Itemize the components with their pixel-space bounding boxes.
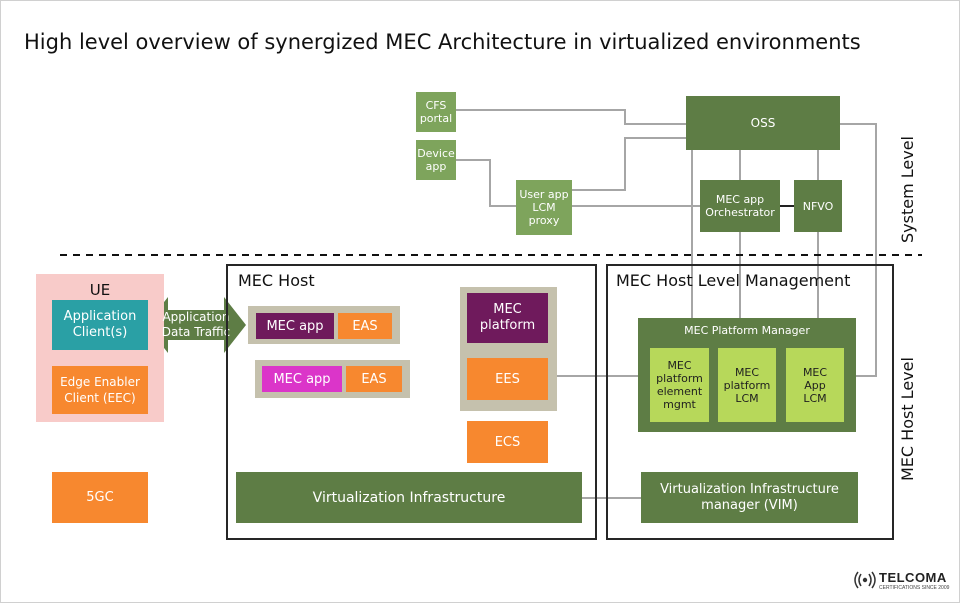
platform-lcm-label: MEC platform LCM xyxy=(723,365,771,405)
system-level-label: System Level xyxy=(898,136,917,243)
platform-lcm-box: MEC platform LCM xyxy=(718,348,776,422)
vim-label: Virtualization Infrastructure manager (V… xyxy=(660,481,839,513)
mec-host-title: MEC Host xyxy=(238,271,315,290)
mec-platform-manager-label: MEC Platform Manager xyxy=(684,324,810,337)
element-mgmt-box: MEC platform element mgmt xyxy=(650,348,709,422)
mec-app-2-label: MEC app xyxy=(273,371,331,387)
eas-2-label: EAS xyxy=(361,371,387,387)
virtualization-infrastructure-box: Virtualization Infrastructure xyxy=(236,472,582,523)
mec-host-container xyxy=(226,264,597,540)
eas-2-box: EAS xyxy=(346,366,402,392)
telcoma-logo: TELCOMA CERTIFICATIONS SINCE 2009 xyxy=(852,570,952,596)
nfvo-label: NFVO xyxy=(802,199,834,213)
page-title: High level overview of synergized MEC Ar… xyxy=(24,30,861,54)
connector-oss-applcm xyxy=(840,123,877,377)
ees-box: EES xyxy=(467,358,548,400)
application-client-label: Application Client(s) xyxy=(63,309,137,340)
user-app-lcm-proxy-box: User app LCM proxy xyxy=(516,180,572,235)
oss-label: OSS xyxy=(750,116,776,130)
ecs-box: ECS xyxy=(467,421,548,463)
eas-1-box: EAS xyxy=(338,313,392,339)
mec-host-level-label: MEC Host Level xyxy=(898,357,917,481)
logo-name: TELCOMA xyxy=(879,570,947,585)
mec-app-1-box: MEC app xyxy=(256,313,334,339)
mec-app-orchestrator-box: MEC app Orchestrator xyxy=(700,180,780,232)
device-app-label: Device app xyxy=(417,147,455,173)
cfs-portal-box: CFS portal xyxy=(416,92,456,132)
mec-platform-box: MEC platform xyxy=(467,293,548,343)
mec-app-2-box: MEC app xyxy=(262,366,342,392)
ecs-label: ECS xyxy=(494,434,521,450)
vim-box: Virtualization Infrastructure manager (V… xyxy=(641,472,858,523)
element-mgmt-label: MEC platform element mgmt xyxy=(656,359,703,411)
app-lcm-label: MEC App LCM xyxy=(802,365,828,405)
host-mgmt-container xyxy=(606,264,894,540)
mec-app-orchestrator-label: MEC app Orchestrator xyxy=(705,193,775,219)
user-app-lcm-proxy-label: User app LCM proxy xyxy=(519,188,569,227)
connector-cfs-oss xyxy=(456,109,686,125)
data-traffic-arrow xyxy=(146,297,246,353)
mec-app-1-label: MEC app xyxy=(266,318,324,334)
cfs-portal-label: CFS portal xyxy=(419,99,453,125)
eas-1-label: EAS xyxy=(352,318,378,334)
virtualization-infrastructure-label: Virtualization Infrastructure xyxy=(312,489,506,506)
host-mgmt-title: MEC Host Level Management xyxy=(616,271,851,290)
connector-proxy-oss xyxy=(572,137,686,191)
app-lcm-box: MEC App LCM xyxy=(786,348,844,422)
connector-deviceapp-proxy xyxy=(456,159,516,207)
ue-title: UE xyxy=(89,281,111,299)
eec-box: Edge Enabler Client (EEC) xyxy=(52,366,148,414)
nfvo-box: NFVO xyxy=(794,180,842,232)
data-traffic-label: Application Data Traffic xyxy=(150,309,242,341)
fivegc-box: 5GC xyxy=(52,472,148,523)
mec-platform-label: MEC platform xyxy=(479,302,536,333)
device-app-box: Device app xyxy=(416,140,456,180)
signal-icon xyxy=(854,571,876,589)
oss-box: OSS xyxy=(686,96,840,150)
data-traffic-text: Application Data Traffic xyxy=(161,310,231,339)
logo-tagline: CERTIFICATIONS SINCE 2009 xyxy=(879,585,950,591)
application-client-box: Application Client(s) xyxy=(52,300,148,350)
eec-label: Edge Enabler Client (EEC) xyxy=(60,375,140,405)
ees-label: EES xyxy=(495,371,520,387)
fivegc-label: 5GC xyxy=(86,490,114,505)
